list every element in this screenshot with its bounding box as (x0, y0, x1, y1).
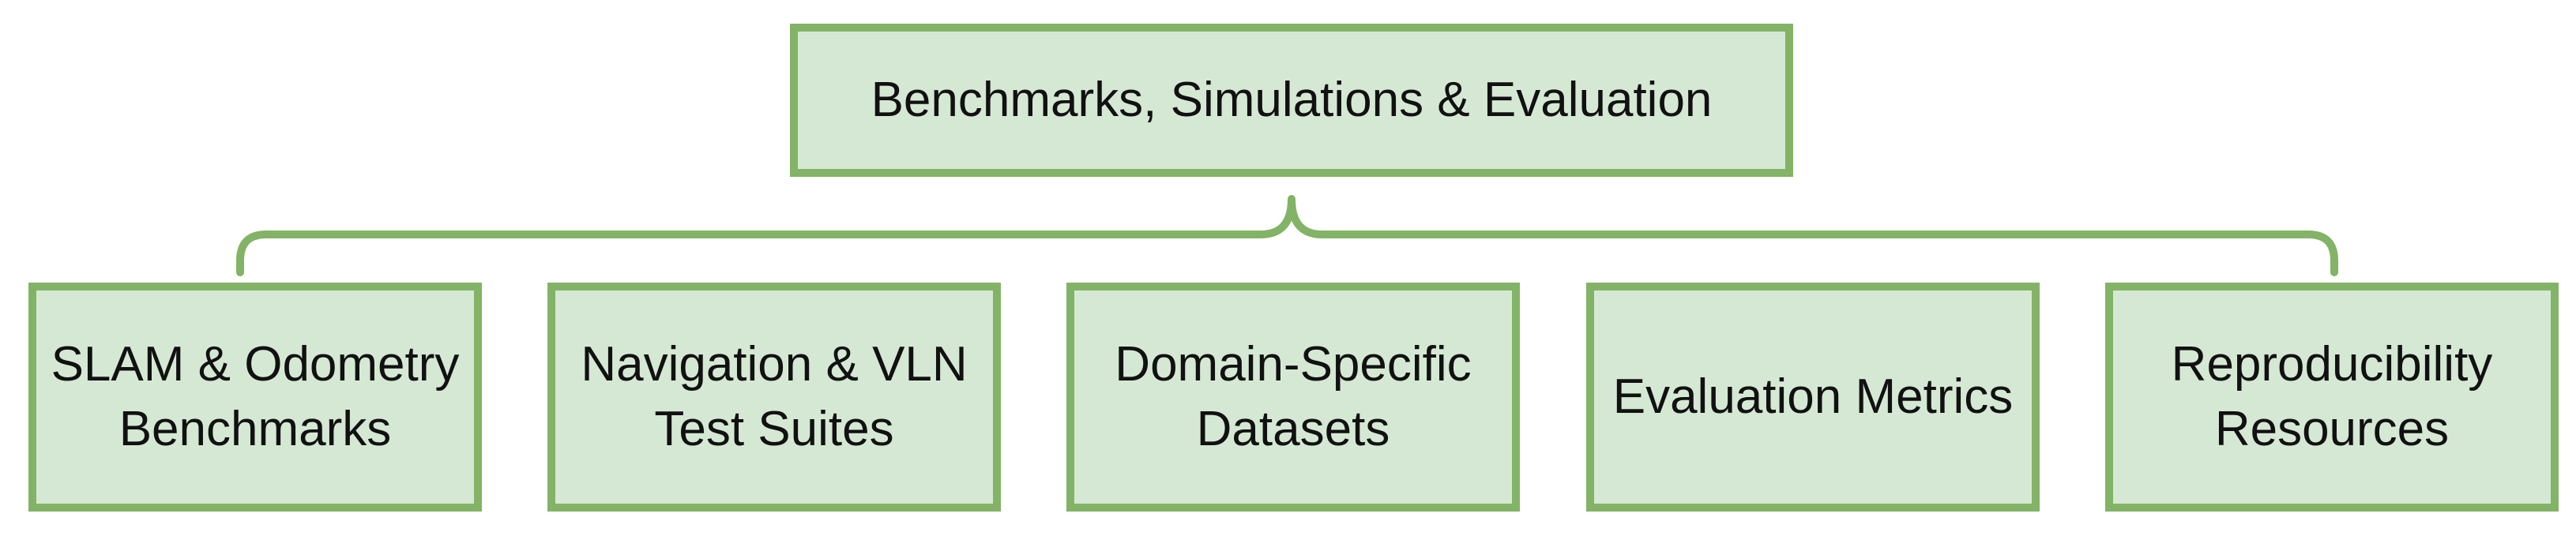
child-node-domain-specific-datasets: Domain-Specific Datasets (1066, 283, 1520, 512)
child-node-navigation-vln-test-suites: Navigation & VLN Test Suites (547, 283, 1001, 512)
child-node-reproducibility-resources: Reproducibility Resources (2105, 283, 2559, 512)
child-node-slam-odometry-benchmarks: SLAM & Odometry Benchmarks (28, 283, 482, 512)
brace-connector (236, 195, 2338, 276)
child-node-evaluation-metrics: Evaluation Metrics (1586, 283, 2040, 512)
root-node: Benchmarks, Simulations & Evaluation (790, 24, 1793, 177)
